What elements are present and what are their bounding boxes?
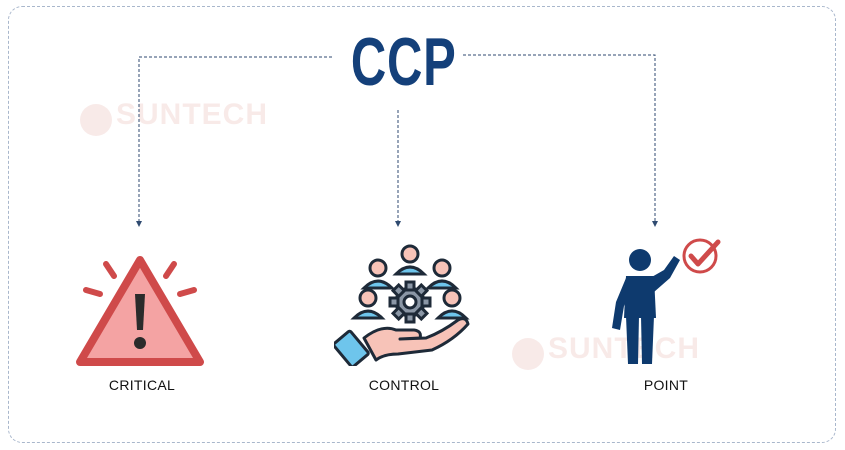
node-label-critical: CRITICAL (108, 377, 176, 393)
watermark-logo: SUNTECH (512, 332, 700, 370)
watermark-logo-icon (512, 337, 544, 370)
watermark-logo: SUNTECH (80, 98, 268, 136)
diagram-title: CCP (350, 24, 457, 100)
warning-triangle-icon (76, 256, 204, 366)
connector-point (463, 54, 658, 227)
person-pointing-check-icon (612, 238, 721, 364)
hand-people-gear-icon (334, 244, 470, 366)
node-label-point: POINT (643, 377, 689, 393)
watermark-brand: SUNTECH (548, 332, 701, 365)
diagram-frame (8, 6, 836, 443)
watermark-brand: SUNTECH (116, 98, 269, 131)
node-label-control: CONTROL (368, 377, 440, 393)
watermark-logo-icon (80, 103, 112, 136)
connector-critical (136, 56, 332, 227)
